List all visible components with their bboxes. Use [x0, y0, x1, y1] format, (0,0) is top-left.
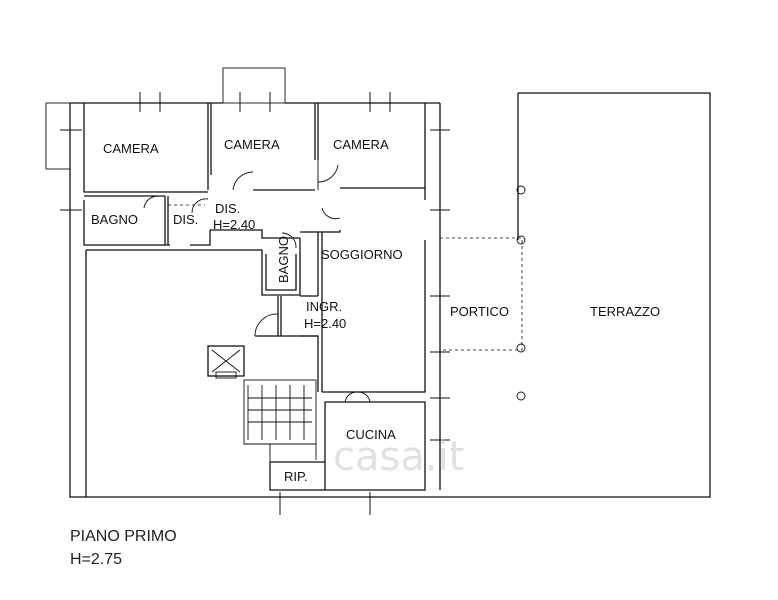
label-cucina: CUCINA [346, 427, 396, 442]
kitchen-walls [269, 401, 426, 491]
bathroom-walls [83, 195, 300, 246]
label-camera-3: CAMERA [333, 137, 389, 152]
watermark: casa.it [333, 434, 464, 480]
building-outline [69, 102, 441, 498]
bagno-2-walls [86, 230, 341, 296]
terrace-outline [440, 92, 711, 498]
floor-caption: PIANO PRIMO [70, 528, 177, 545]
label-portico: PORTICO [450, 304, 509, 319]
label-bagno-2: BAGNO [276, 236, 291, 283]
label-soggiorno: SOGGIORNO [321, 247, 403, 262]
label-camera-1: CAMERA [103, 141, 159, 156]
label-terrazzo: TERRAZZO [590, 304, 660, 319]
label-dis-2: DIS. [215, 201, 240, 216]
elevator [207, 345, 245, 379]
window-marks [60, 92, 450, 515]
label-camera-2: CAMERA [224, 137, 280, 152]
label-bagno-1: BAGNO [91, 212, 138, 227]
doors [143, 164, 371, 403]
staircase [243, 379, 317, 480]
bay-window-top [222, 67, 286, 104]
floor-height-caption: H=2.75 [70, 551, 122, 568]
label-dis-1: DIS. [173, 212, 198, 227]
label-dis-2-height: H=2.40 [213, 217, 255, 232]
bedroom-walls [83, 103, 426, 200]
bay-window-left [45, 102, 71, 170]
label-ingresso-height: H=2.40 [304, 316, 346, 331]
label-ripostiglio: RIP. [284, 469, 308, 484]
label-ingresso: INGR. [306, 299, 342, 314]
